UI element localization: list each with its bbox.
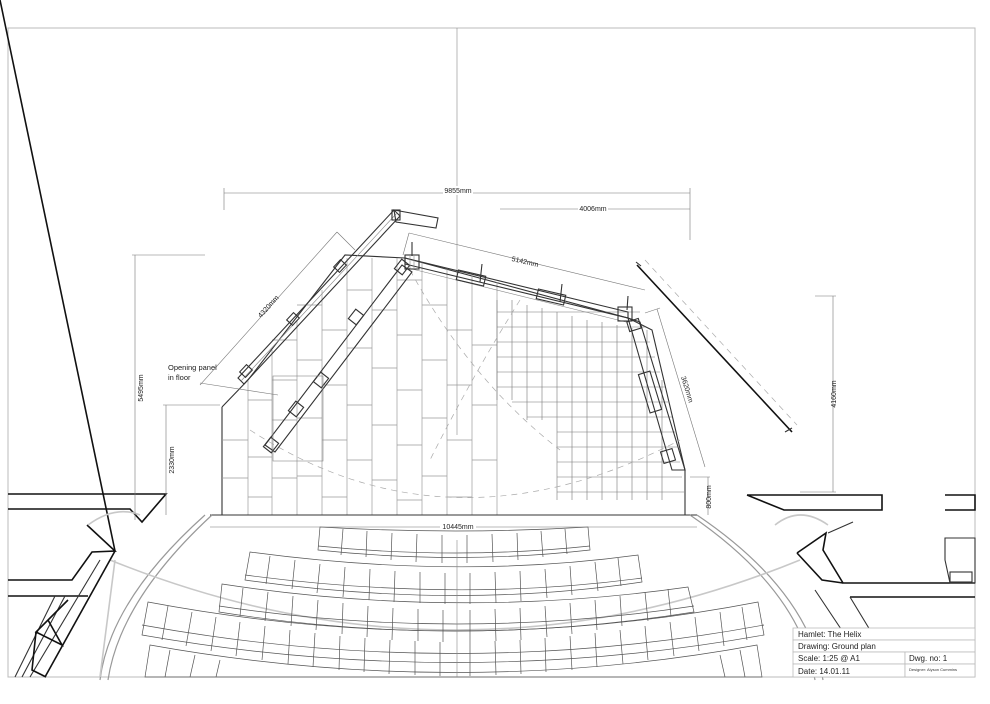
- dim-right-lower: 800mm: [706, 485, 713, 509]
- annotation-line-2: in floor: [168, 373, 191, 382]
- auditorium: [99, 514, 824, 681]
- dim-left-diagonal: 4320mm: [257, 294, 281, 319]
- drawing-scale: Scale: 1:25 @ A1: [798, 654, 860, 663]
- stage-floor: [210, 254, 697, 516]
- dim-right-height: 4160mm: [831, 380, 838, 407]
- dim-left-height: 5495mm: [138, 374, 145, 401]
- designer-credit: Designer: Alyson Cummins: [909, 667, 957, 672]
- title-block: Hamlet: The Helix Drawing: Ground plan S…: [792, 627, 976, 678]
- drawing-title: Drawing: Ground plan: [798, 642, 876, 651]
- annotation-line-1: Opening panel: [168, 363, 217, 372]
- scenic-walls: [237, 209, 798, 471]
- opening-panel-annotation: Opening panel in floor: [168, 363, 324, 462]
- drawing-number: Dwg. no: 1: [909, 654, 948, 663]
- dim-stage-front: 10445mm: [442, 524, 473, 531]
- production-title: Hamlet: The Helix: [798, 630, 861, 639]
- drawing-date: Date: 14.01.11: [798, 667, 850, 676]
- right-wing-structure: [746, 494, 976, 636]
- dim-top-wall: 5142mm: [511, 256, 539, 269]
- left-wing-structure: [0, 0, 168, 678]
- dim-overall-width: 9855mm: [444, 188, 471, 195]
- dim-left-lower-height: 2330mm: [169, 446, 176, 473]
- dim-upper-right-width: 4006mm: [579, 206, 606, 213]
